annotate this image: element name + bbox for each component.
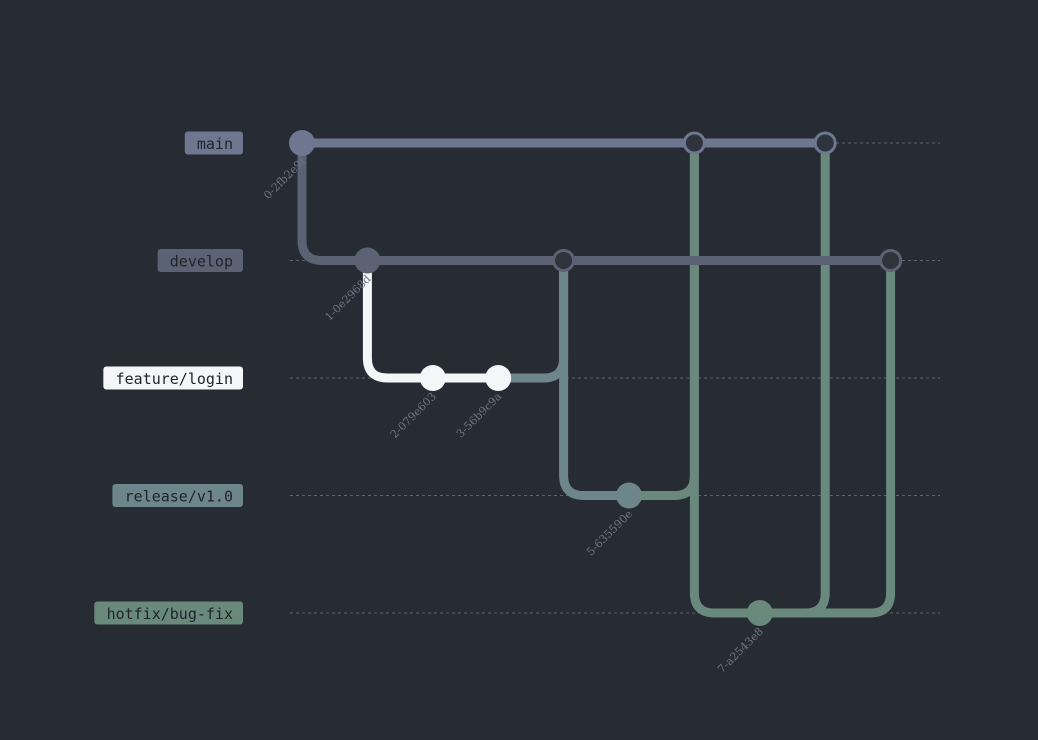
branch-label-develop[interactable]: develop (157, 249, 243, 272)
branch-label-main[interactable]: main (184, 131, 243, 155)
edge-4 (624, 138, 699, 500)
branch-label-box (157, 249, 243, 272)
merge-commit-4[interactable] (552, 249, 576, 272)
edge-5 (689, 138, 765, 618)
branch-label-box (184, 131, 243, 155)
edge-1 (362, 256, 438, 383)
branch-label-release-v1-0[interactable]: release/v1.0 (112, 484, 244, 507)
merge-commit-6[interactable] (682, 131, 706, 155)
commit-id-label: 7-a2543e8 (715, 625, 766, 676)
branch-label-feature-login[interactable]: feature/login (103, 366, 243, 390)
commit-0-2fb2e9f[interactable] (289, 130, 315, 156)
branch-label-text: release/v1.0 (125, 488, 233, 506)
commit-id-label: 2-079e603 (388, 390, 439, 441)
commit-5-635590e[interactable] (616, 482, 642, 509)
commit-2-079e603[interactable] (419, 365, 446, 391)
branch-label-text: main (197, 135, 233, 153)
branch-label-box (112, 484, 244, 507)
edge-3 (559, 256, 634, 500)
branch-label-box (94, 601, 243, 625)
branch-label-text: hotfix/bug-fix (107, 605, 233, 623)
edge-0 (297, 138, 372, 265)
commit-id-label: 3-56b9c9a (454, 390, 505, 441)
branch-lines (297, 138, 896, 383)
branch-label-box (103, 366, 243, 390)
branch-label-hotfix-bug-fix[interactable]: hotfix/bug-fix (94, 601, 243, 625)
commits-layer (289, 130, 903, 626)
merge-commit-8[interactable] (813, 131, 837, 155)
branch-label-text: develop (170, 253, 233, 271)
commit-3-56b9c9a[interactable] (485, 365, 512, 391)
commit-1-0e2968d[interactable] (354, 247, 381, 274)
edge-6 (755, 138, 830, 618)
edges-layer (297, 138, 896, 618)
branch-label-text: feature/login (116, 370, 233, 388)
branch-labels: main develop feature/login release/v1.0 hotf… (94, 131, 244, 625)
edge-7 (755, 256, 896, 618)
commit-id-label: 5-635590e (584, 507, 635, 558)
commit-7-a2543e8[interactable] (746, 600, 773, 626)
merge-commit-9[interactable] (879, 249, 903, 272)
edge-2 (493, 256, 569, 383)
